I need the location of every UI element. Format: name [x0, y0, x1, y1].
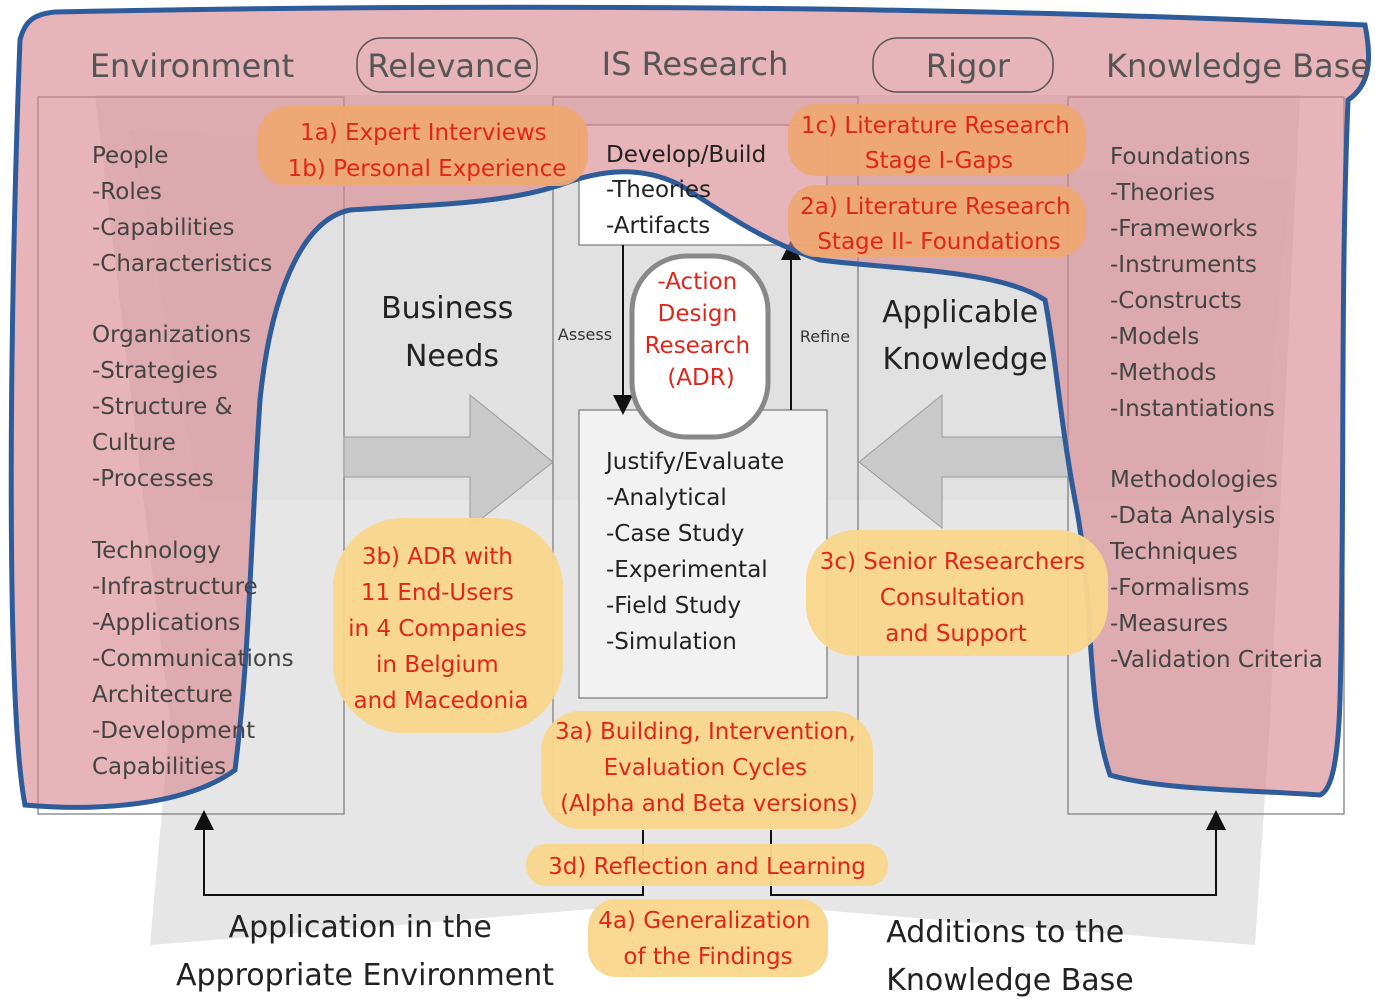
annotation-3a-text: 3a) Building, Intervention, Evaluation C…: [555, 719, 863, 817]
business-needs-label: Business Needs: [381, 291, 523, 374]
applicable-knowledge-arrow: [858, 393, 1069, 530]
annotation-3c-text: 3c) Senior Researchers Consultation and …: [820, 549, 1093, 647]
environment-header: Environment: [90, 47, 294, 85]
business-needs-arrow: [343, 393, 554, 530]
is-research-header: IS Research: [602, 45, 789, 83]
people-list: People -Roles -Capabilities -Characteris…: [92, 143, 272, 277]
knowledge-base-header: Knowledge Base: [1106, 47, 1370, 85]
annotation-1a-1b-box: [258, 106, 588, 186]
foundations-list: Foundations -Theories -Frameworks -Instr…: [1110, 144, 1275, 422]
adr-box: [629, 253, 771, 440]
methodologies-list: Methodologies -Data Analysis Techniques …: [1109, 467, 1323, 673]
annotation-3d-text: 3d) Reflection and Learning: [548, 854, 866, 880]
develop-build-list: Develop/Build -Theories -Artifacts: [606, 142, 773, 239]
annotation-3b-text: 3b) ADR with 11 End-Users in 4 Companies…: [348, 544, 534, 714]
annotation-1c-text: 1c) Literature Research Stage I-Gaps: [801, 113, 1077, 174]
annotation-3d-box: [526, 844, 888, 886]
annotation-1c-box: [788, 104, 1086, 176]
additions-label: Additions to the Knowledge Base: [886, 915, 1134, 998]
assess-label: Assess: [558, 325, 612, 344]
rigor-box: [872, 37, 1054, 93]
annotation-4a-text: 4a) Generalization of the Findings: [598, 908, 818, 970]
annotation-3a-box: [541, 711, 873, 829]
adr-label: -Action Design Research (ADR): [645, 269, 758, 391]
annotation-4a-box: [588, 899, 828, 977]
justify-evaluate-box: [578, 409, 828, 699]
relevance-box: [356, 37, 538, 93]
annotation-2a-box: [788, 185, 1086, 257]
refine-label: Refine: [800, 327, 850, 346]
justify-evaluate-list: Justify/Evaluate -Analytical -Case Study…: [604, 449, 792, 655]
applicable-knowledge-label: Applicable Knowledge: [882, 295, 1048, 377]
annotation-1a-1b-text: 1a) Expert Interviews 1b) Personal Exper…: [288, 120, 567, 182]
annotation-3c-box: [806, 530, 1108, 656]
application-label: Application in the Appropriate Environme…: [176, 910, 554, 993]
organizations-list: Organizations -Strategies -Structure & C…: [92, 322, 258, 492]
technology-list: Technology -Infrastructure -Applications…: [91, 538, 301, 780]
annotation-2a-text: 2a) Literature Research Stage II- Founda…: [800, 194, 1078, 255]
relevance-header: Relevance: [367, 47, 532, 85]
rigor-header: Rigor: [926, 47, 1011, 85]
annotation-3b-box: [333, 518, 563, 733]
